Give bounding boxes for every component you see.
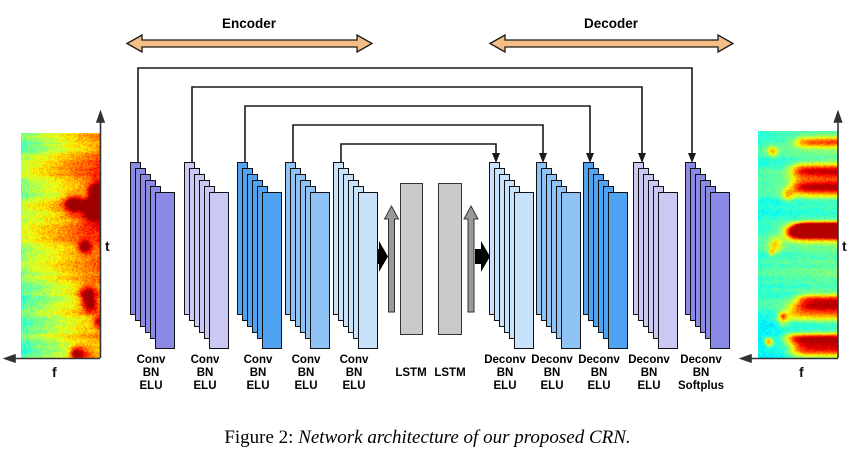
block-label-line: Deconv [578, 354, 620, 366]
lstm-up-arrow-2 [463, 204, 479, 313]
block-label-line: ELU [493, 380, 517, 393]
layer-panel [561, 192, 581, 349]
block-label-line: Deconv [531, 354, 573, 366]
decoder-block-4 [633, 162, 679, 350]
left-spectrogram-image [21, 133, 101, 358]
block-label-line: BN [543, 367, 561, 380]
block-label-line: ELU [637, 380, 661, 393]
decoder-block-3 [583, 162, 629, 350]
encoder-block-1 [130, 162, 176, 350]
encoder-block-4 [285, 162, 331, 350]
block-label-line: Conv [243, 354, 273, 366]
encoder-block-3 [237, 162, 283, 350]
skip-connection-4 [292, 124, 544, 163]
encoder-block-2 [184, 162, 230, 350]
skip-arrowhead-5 [492, 153, 500, 163]
block-label-line: BN [249, 367, 267, 380]
block-label-line: BN [345, 367, 363, 380]
layer-panel [658, 192, 678, 349]
block-label-line: Conv [291, 354, 321, 366]
lstm-block-2 [438, 183, 462, 335]
caption-text: Network architecture of our proposed CRN… [298, 427, 631, 448]
layer-panel [209, 192, 229, 349]
block-label-line: ELU [139, 380, 163, 393]
t-axis-right-arrowhead [833, 109, 843, 123]
layer-panel [155, 192, 175, 349]
bottleneck-output-arrow [475, 241, 490, 272]
t-axis-label-right: t [842, 238, 847, 254]
skip-arrowhead-3 [586, 153, 594, 163]
bottleneck-input-arrow [373, 241, 388, 272]
lstm-label-1: LSTM [395, 367, 427, 379]
encoder-label: Encoder [221, 16, 277, 31]
layer-panel [358, 192, 378, 349]
layer-panel [514, 192, 534, 349]
block-label-line: ELU [294, 380, 318, 393]
block-label-line: BN [297, 367, 315, 380]
skip-arrowhead-4 [539, 153, 547, 163]
f-axis-label-left: f [52, 364, 57, 380]
encoder-block-5 [333, 162, 379, 350]
block-label-line: ELU [540, 380, 564, 393]
layer-panel [710, 192, 730, 349]
right-spectrogram-image [758, 131, 838, 358]
layer-panel [608, 192, 628, 349]
axes [2, 109, 843, 364]
block-label-line: BN [142, 367, 160, 380]
layer-panel [310, 192, 330, 349]
block-label-line: BN [496, 367, 514, 380]
skip-connection-5 [340, 143, 497, 163]
skip-arrowhead-1 [688, 153, 696, 163]
block-label-line: ELU [193, 380, 217, 393]
skip-arrowhead-2 [638, 153, 646, 163]
f-axis-left-arrowhead [2, 353, 16, 364]
f-axis-label-right: f [799, 364, 804, 380]
encoder-span-arrow [125, 33, 374, 54]
block-label-line: Conv [136, 354, 166, 366]
lstm-label-2: LSTM [434, 367, 466, 379]
block-label-line: Softplus [678, 380, 724, 393]
block-label-line: ELU [342, 380, 366, 393]
t-axis-label-left: t [105, 238, 110, 254]
skip-connection-3 [244, 105, 591, 163]
block-label-line: Conv [190, 354, 220, 366]
block-label-line: BN [640, 367, 658, 380]
t-axis-left-arrowhead [95, 109, 106, 123]
block-label-line: Conv [339, 354, 369, 366]
block-label-line: Deconv [680, 354, 722, 366]
block-label-line: BN [590, 367, 608, 380]
caption-prefix: Figure 2: [224, 427, 299, 448]
lstm-up-arrow-1 [383, 204, 400, 313]
decoder-block-1 [489, 162, 535, 350]
decoder-span-arrow [488, 33, 735, 54]
block-label-line: Deconv [484, 354, 526, 366]
figure-caption: Figure 2: Network architecture of our pr… [0, 427, 855, 449]
layer-panel [262, 192, 282, 349]
skip-connection-2 [191, 86, 643, 163]
decoder-label: Decoder [583, 16, 639, 31]
skip-connections [137, 67, 696, 163]
block-label-line: BN [692, 367, 710, 380]
block-label-line: ELU [246, 380, 270, 393]
f-axis-right-arrowhead [738, 353, 752, 364]
block-label-line: BN [196, 367, 214, 380]
lstm-block-1 [400, 183, 423, 335]
block-label-line: ELU [587, 380, 611, 393]
decoder-block-2 [536, 162, 582, 350]
block-label-line: Deconv [628, 354, 670, 366]
decoder-block-5 [685, 162, 731, 350]
skip-connection-1 [137, 67, 693, 163]
